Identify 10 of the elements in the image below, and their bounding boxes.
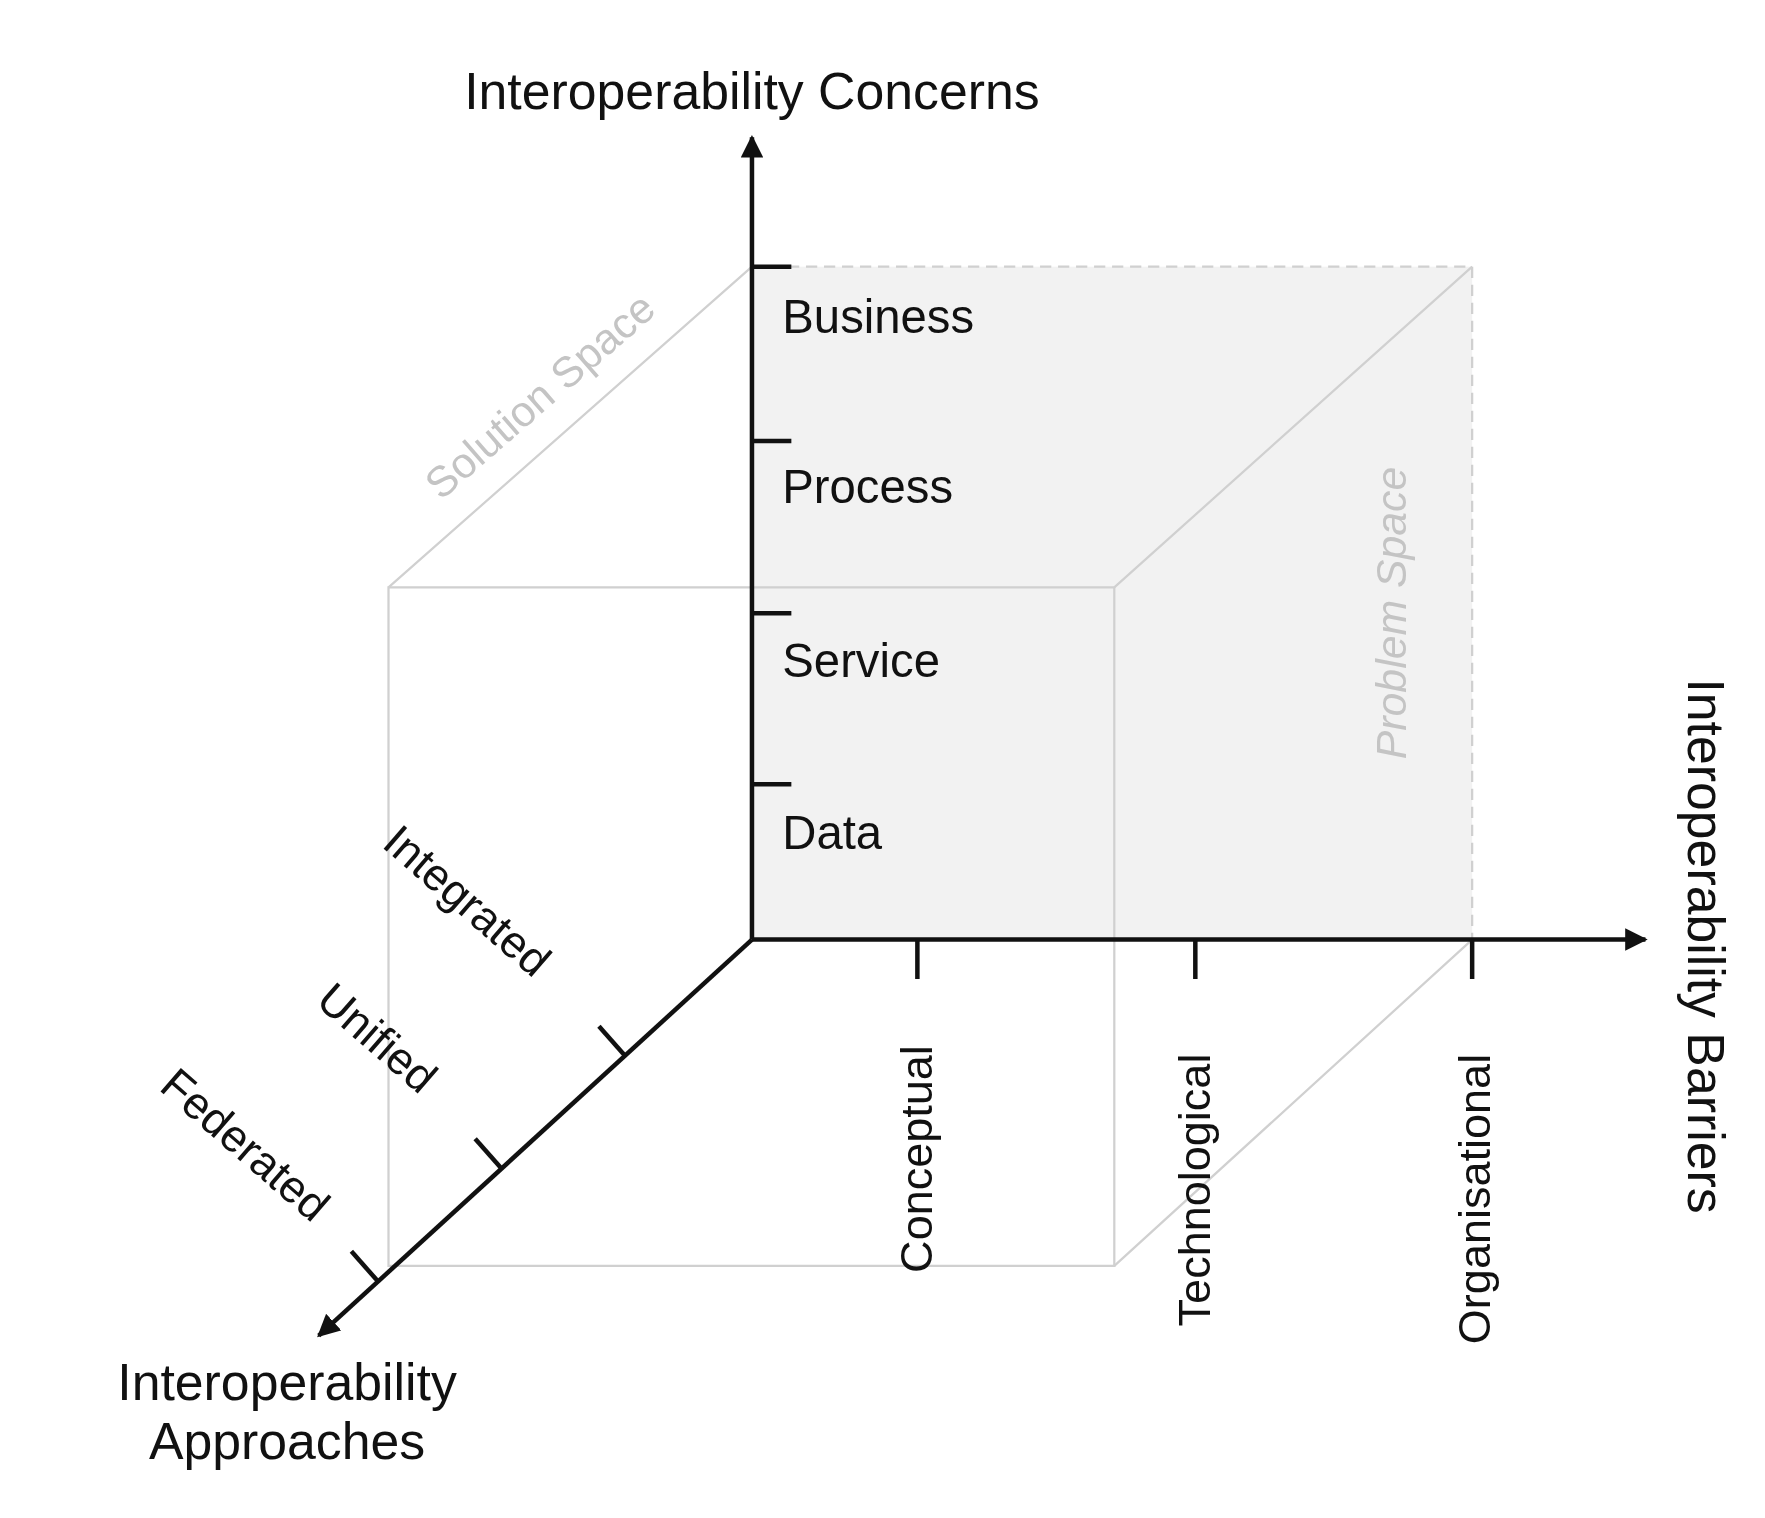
tick-label: Conceptual	[891, 1045, 944, 1274]
tick-label: Data	[782, 805, 883, 861]
axis-title: Interoperability Approaches	[116, 1353, 458, 1473]
tick-label: Service	[782, 633, 940, 688]
tick-label: Business	[782, 290, 975, 345]
axis-title: Interoperability Barriers	[1676, 677, 1736, 1214]
tick-label: Technological	[1169, 1053, 1222, 1327]
axis-title: Interoperability Concerns	[464, 62, 1040, 123]
tick-label: Process	[782, 460, 954, 515]
tick-label: Organisational	[1448, 1053, 1501, 1344]
